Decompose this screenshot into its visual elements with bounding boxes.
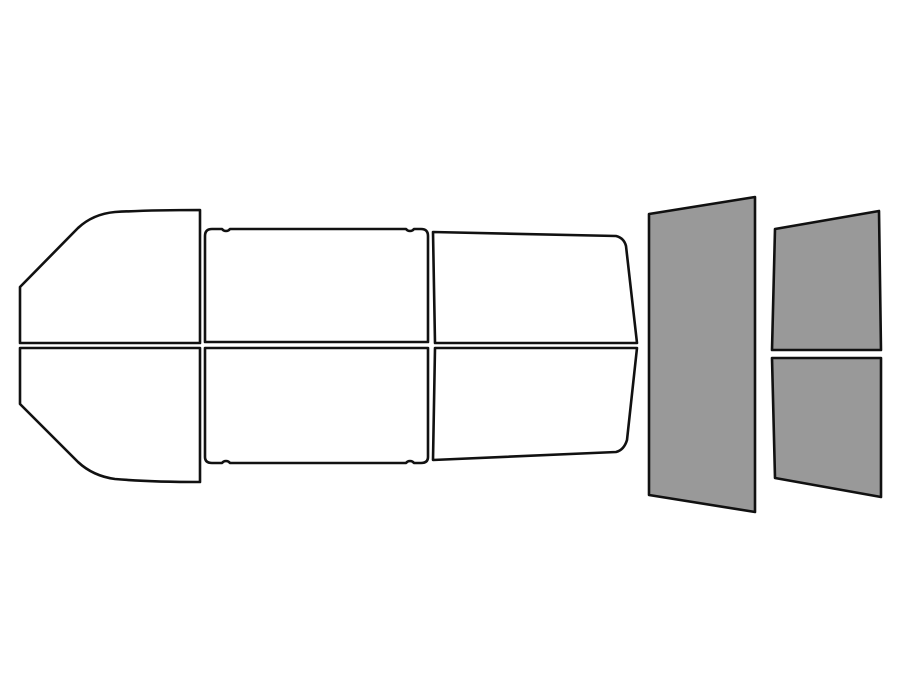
rear-quarter-lower-pane bbox=[770, 356, 883, 499]
windshield-upper-pane bbox=[18, 208, 202, 345]
rear-window-pane bbox=[647, 195, 757, 514]
windshield-lower-pane bbox=[18, 346, 202, 484]
rear-quarter-upper-pane bbox=[770, 209, 883, 352]
front-door-lower-pane bbox=[203, 346, 430, 465]
rear-door-lower-pane bbox=[431, 346, 639, 462]
front-door-upper-pane bbox=[203, 227, 430, 344]
rear-door-upper-pane bbox=[431, 230, 639, 345]
